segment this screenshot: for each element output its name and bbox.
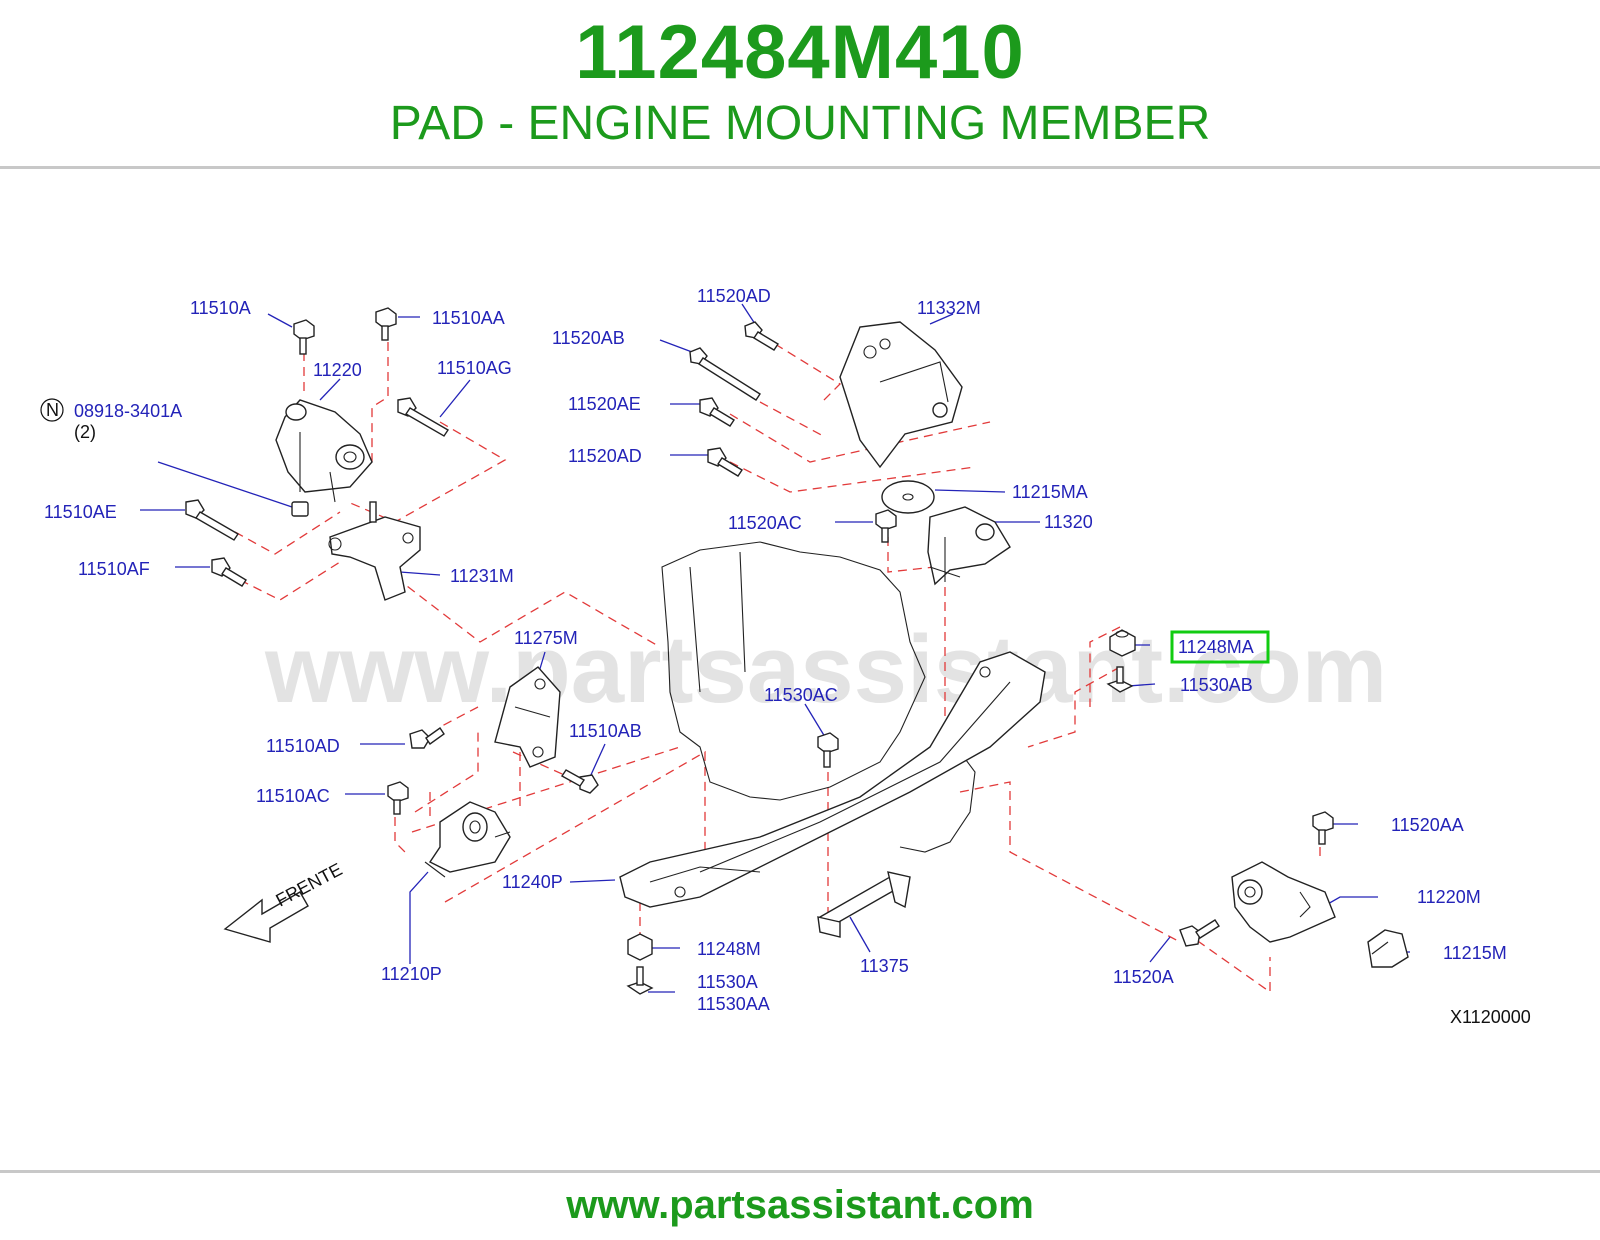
callout-11320[interactable]: 11320 — [1044, 512, 1093, 532]
bolt-11510A — [293, 319, 315, 355]
part-drawings — [185, 307, 1409, 995]
bolt-11510AD — [409, 727, 445, 749]
bolt-11530AB — [1106, 666, 1134, 693]
callout-11530A[interactable]: 11530A — [697, 972, 758, 992]
callout-11510AD[interactable]: 11510AD — [266, 736, 340, 756]
callout-11520AD-mid[interactable]: 11520AD — [568, 446, 642, 466]
parts-diagram: www.partsassistant.com — [0, 172, 1600, 1167]
diagram-code: X1120000 — [1450, 1007, 1531, 1027]
part-description: PAD - ENGINE MOUNTING MEMBER — [389, 97, 1211, 150]
callout-11520AD-top[interactable]: 11520AD — [697, 286, 771, 306]
callout-11520AC[interactable]: 11520AC — [728, 513, 802, 533]
callout-11275M[interactable]: 11275M — [514, 628, 578, 648]
bolt-11530A — [626, 966, 654, 995]
bolt-11520AC — [875, 509, 897, 543]
callout-11510A[interactable]: 11510A — [190, 298, 251, 318]
callout-08918-3401A[interactable]: 08918-3401A — [74, 401, 182, 421]
header-divider — [0, 166, 1600, 169]
part-number-title: 112484M410 — [575, 10, 1025, 95]
mount-11220 — [275, 399, 373, 503]
mount-11220M — [1231, 861, 1336, 943]
nut-08918 — [291, 501, 309, 517]
leader-lines — [140, 303, 1410, 993]
bracket-11275M — [494, 666, 561, 768]
bolt-11520AB — [689, 347, 761, 401]
callout-11240P[interactable]: 11240P — [502, 872, 563, 892]
callout-11520AE[interactable]: 11520AE — [568, 394, 641, 414]
pad-11215M — [1367, 929, 1409, 968]
callout-11375[interactable]: 11375 — [860, 956, 909, 976]
engine-block-outline — [661, 541, 976, 853]
callout-11510AC[interactable]: 11510AC — [256, 786, 330, 806]
callout-11248MA[interactable]: 11248MA — [1178, 637, 1254, 657]
callout-11510AF[interactable]: 11510AF — [78, 559, 150, 579]
callout-11520AB[interactable]: 11520AB — [552, 328, 625, 348]
callout-11332M[interactable]: 11332M — [917, 298, 981, 318]
member-11240P — [619, 651, 1046, 908]
callout-11520AA[interactable]: 11520AA — [1391, 815, 1464, 835]
callout-11210P[interactable]: 11210P — [381, 964, 442, 984]
bolt-11510AG — [397, 397, 449, 437]
callout-11530AA[interactable]: 11530AA — [697, 994, 770, 1014]
callout-11510AE[interactable]: 11510AE — [44, 502, 117, 522]
callout-11215MA[interactable]: 11215MA — [1012, 482, 1088, 502]
callout-11510AB[interactable]: 11510AB — [569, 721, 642, 741]
direction-label: FRENTE — [272, 859, 345, 910]
callout-11220M[interactable]: 11220M — [1417, 887, 1481, 907]
bolt-11510AB — [560, 769, 599, 794]
callout-11248M[interactable]: 11248M — [697, 939, 761, 959]
front-direction-arrow-icon — [223, 891, 309, 943]
callout-11231M[interactable]: 11231M — [450, 566, 514, 586]
bolt-11520AA — [1312, 811, 1334, 845]
nut-11248M — [627, 933, 653, 961]
bolt-11510AC — [387, 781, 409, 815]
bracket-11231M — [328, 501, 421, 601]
bolt-11520AE — [699, 397, 735, 427]
callout-labels: 11510A 11510AA 11220 11510AG N 08918-340… — [40, 286, 1531, 1027]
page-header: 112484M410 PAD - ENGINE MOUNTING MEMBER — [0, 0, 1600, 168]
mount-11210P — [424, 801, 511, 878]
washer-11215MA — [881, 480, 935, 514]
note-symbol: N — [46, 400, 59, 420]
bar-11375 — [817, 871, 911, 938]
quantity-note: (2) — [74, 422, 96, 442]
nut-11248MA — [1109, 629, 1136, 657]
callout-11510AG[interactable]: 11510AG — [437, 358, 512, 378]
callout-11220[interactable]: 11220 — [313, 360, 362, 380]
callout-11510AA[interactable]: 11510AA — [432, 308, 505, 328]
mount-11320 — [927, 506, 1011, 586]
watermark-text: www.partsassistant.com — [264, 616, 1387, 723]
parts-diagram-svg: www.partsassistant.com — [40, 286, 1531, 1027]
bolt-11510AF — [211, 557, 247, 587]
bolt-11510AA — [375, 307, 397, 341]
bolt-11530AC — [817, 732, 839, 768]
footer-divider — [0, 1170, 1600, 1173]
bolt-11520AD-top — [744, 321, 779, 351]
note-n-icon — [40, 398, 64, 422]
callout-11530AB[interactable]: 11530AB — [1180, 675, 1253, 695]
callout-11520A[interactable]: 11520A — [1113, 967, 1174, 987]
bracket-11332M — [839, 321, 963, 469]
callout-11530AC[interactable]: 11530AC — [764, 685, 838, 705]
bolt-11510AE — [185, 499, 239, 541]
bolt-11520A — [1179, 919, 1220, 947]
highlight-box — [1170, 630, 1270, 664]
bolt-11520AD-mid — [707, 447, 743, 477]
callout-11215M[interactable]: 11215M — [1443, 943, 1507, 963]
footer-url[interactable]: www.partsassistant.com — [566, 1183, 1034, 1227]
